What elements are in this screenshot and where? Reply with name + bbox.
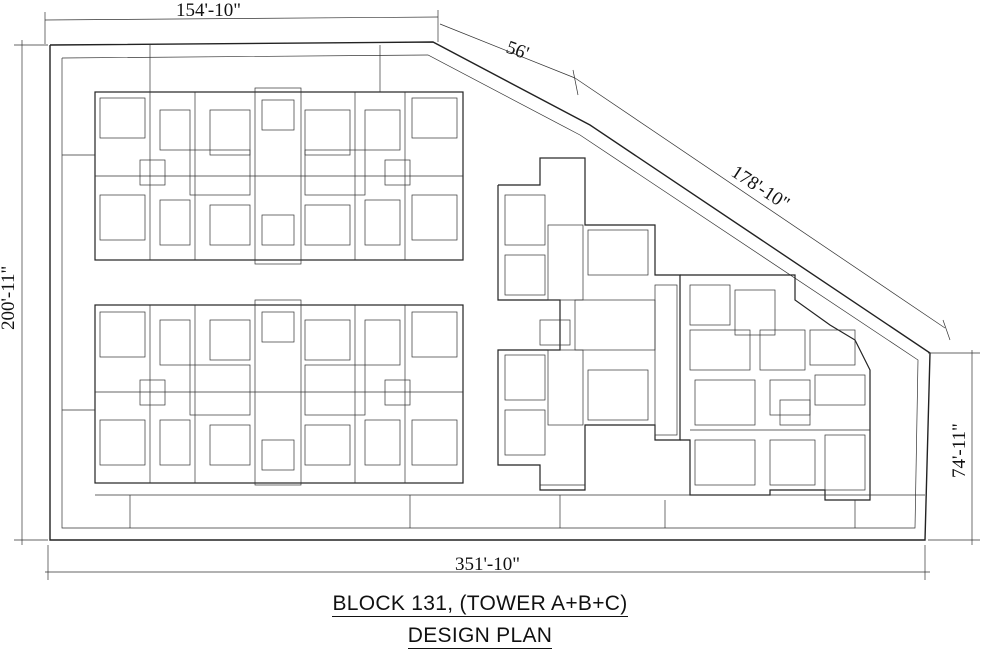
dim-bottom-width: 351'-10" (455, 554, 520, 575)
drawing-subtitle-text: DESIGN PLAN (407, 624, 553, 649)
dimension-lines (14, 10, 980, 580)
drawing-subtitle: DESIGN PLAN (0, 624, 960, 649)
tower-a-lower (94, 299, 464, 486)
dim-top-left: 154'-10" (176, 0, 241, 21)
drawing-title: BLOCK 131, (TOWER A+B+C) (0, 592, 960, 617)
dim-top-angle-long: 178'-10" (727, 162, 793, 215)
tower-b (497, 157, 681, 491)
dim-top-angle-short: 56' (503, 37, 531, 64)
drawing-title-text: BLOCK 131, (TOWER A+B+C) (332, 592, 628, 617)
dim-right-height: 74'-11" (949, 423, 970, 478)
site-plan-drawing: 154'-10" 56' 178'-10" 200'-11" 74'-11" 3… (0, 0, 980, 580)
service-lines (62, 45, 925, 528)
dim-left-height: 200'-11" (0, 266, 19, 330)
tower-a-upper (94, 87, 464, 265)
